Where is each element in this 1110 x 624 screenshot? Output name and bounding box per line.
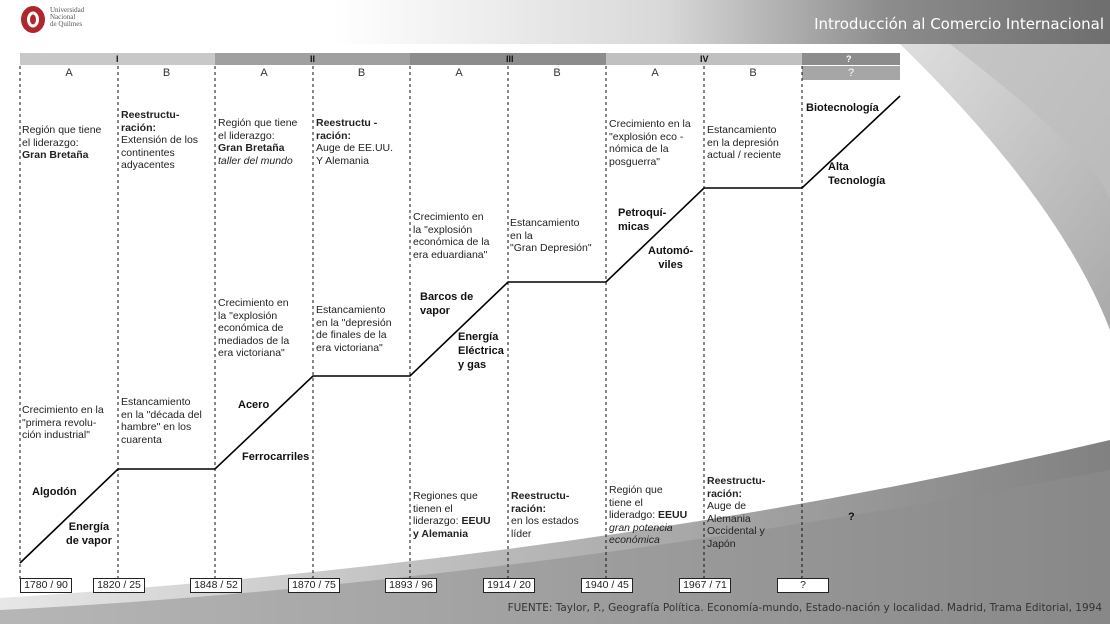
c7-tech-petrochemicals: Petroquí- micas [618,207,667,233]
c6-stagnation-text: Estancamiento en la "Gran Depresión" [510,217,592,254]
c1-growth-text: Crecimiento en la "primera revolu- ción … [22,404,104,441]
date-label: 1780 / 90 [20,578,72,593]
phase-bar-segment [802,53,900,65]
date-label: ? [777,578,829,593]
c3-leadership-text: Región que tiene el liderazgo: Gran Bret… [218,117,298,167]
c3-tech-steel: Acero [238,399,270,411]
subphase-label: B [357,67,366,79]
c6-restructuring-text: Reestructu- ración: en los estados líder [511,490,579,540]
university-logo-icon [21,6,45,33]
university-logo: Universidad Nacional de Quilmes [20,4,140,36]
date-label: 1967 / 71 [679,578,731,593]
c5-tech-electricity: Energía Eléctrica y gas [458,331,504,371]
course-title: Introducción al Comercio Internacional [814,15,1104,33]
c7-tech-automobiles: Automó- viles [648,245,694,271]
c7-growth-text: Crecimiento en la "explosión eco - nómic… [609,118,691,168]
growth-step-line [19,95,901,564]
subphase-label: A [455,67,463,79]
c5-growth-text: Crecimiento en la "explosión económica d… [413,211,490,261]
date-label: 1870 / 75 [288,578,340,593]
date-label: 1893 / 96 [385,578,437,593]
header-bar: Universidad Nacional de Quilmes Introduc… [0,0,1110,44]
c1-leadership-text: Región que tiene el liderazgo: Gran Bret… [22,124,102,161]
c2-restructuring-text: Reestructu- ración: Extensión de los con… [121,109,199,171]
date-label: 1914 / 20 [483,578,535,593]
phase-bar-segment [20,53,215,65]
c3-tech-railways: Ferrocarriles [242,451,310,463]
c9-unknown-text: ? [848,511,855,523]
date-label: 1940 / 45 [581,578,633,593]
c3-growth-text: Crecimiento en la "explosión económica d… [218,297,290,359]
subphase-label-unknown: ? [802,66,900,80]
c4-stagnation-text: Estancamiento en la "depresión de finale… [316,304,392,354]
phase-label-ii: II [310,54,316,64]
c1-tech-steam: Energía de vapor [66,521,112,547]
c4-restructuring-text: Reestructu - ración: Auge de EE.UU. Y Al… [316,117,394,167]
source-citation: FUENTE: Taylor, P., Geografía Política. … [507,602,1102,614]
date-label: 1848 / 52 [190,578,242,593]
subphase-label: B [162,67,171,79]
subphase-label: A [65,67,73,79]
subphase-label: B [749,67,757,79]
subphase-label: B [553,67,561,79]
c5-tech-steamships: Barcos de vapor [420,291,474,317]
c8-stagnation-text: Estancamiento en la depresión actual / r… [707,124,782,161]
subphase-label: A [260,67,268,79]
phase-bar-segment [215,53,410,65]
phase-label-iii: III [506,54,514,64]
date-label: 1820 / 25 [93,578,145,593]
c5-leadership-text: Regiones que tienen el liderazgo: EEUU y… [413,490,491,540]
logo-text: Universidad Nacional de Quilmes [50,6,85,28]
phase-label-unknown: ? [846,54,852,64]
phase-bar-segment [410,53,606,65]
phase-label-iv: IV [700,54,709,64]
c7-leadership-text: Región que tiene el lideradgo: EEUU gran… [609,484,688,546]
phase-bar-segment [606,53,802,65]
c1-tech-cotton: Algodón [32,486,77,498]
c9-tech-biotech: Biotecnología [806,102,879,114]
phase-label-i: I [116,54,119,64]
subphase-label: A [651,67,659,79]
c2-stagnation-text: Estancamiento en la "década del hambre" … [121,396,202,446]
c8-restructuring-text: Reestructu- ración: Auge de Alemania Occ… [707,475,766,550]
c9-tech-hightech: Alta Tecnología [828,161,886,187]
